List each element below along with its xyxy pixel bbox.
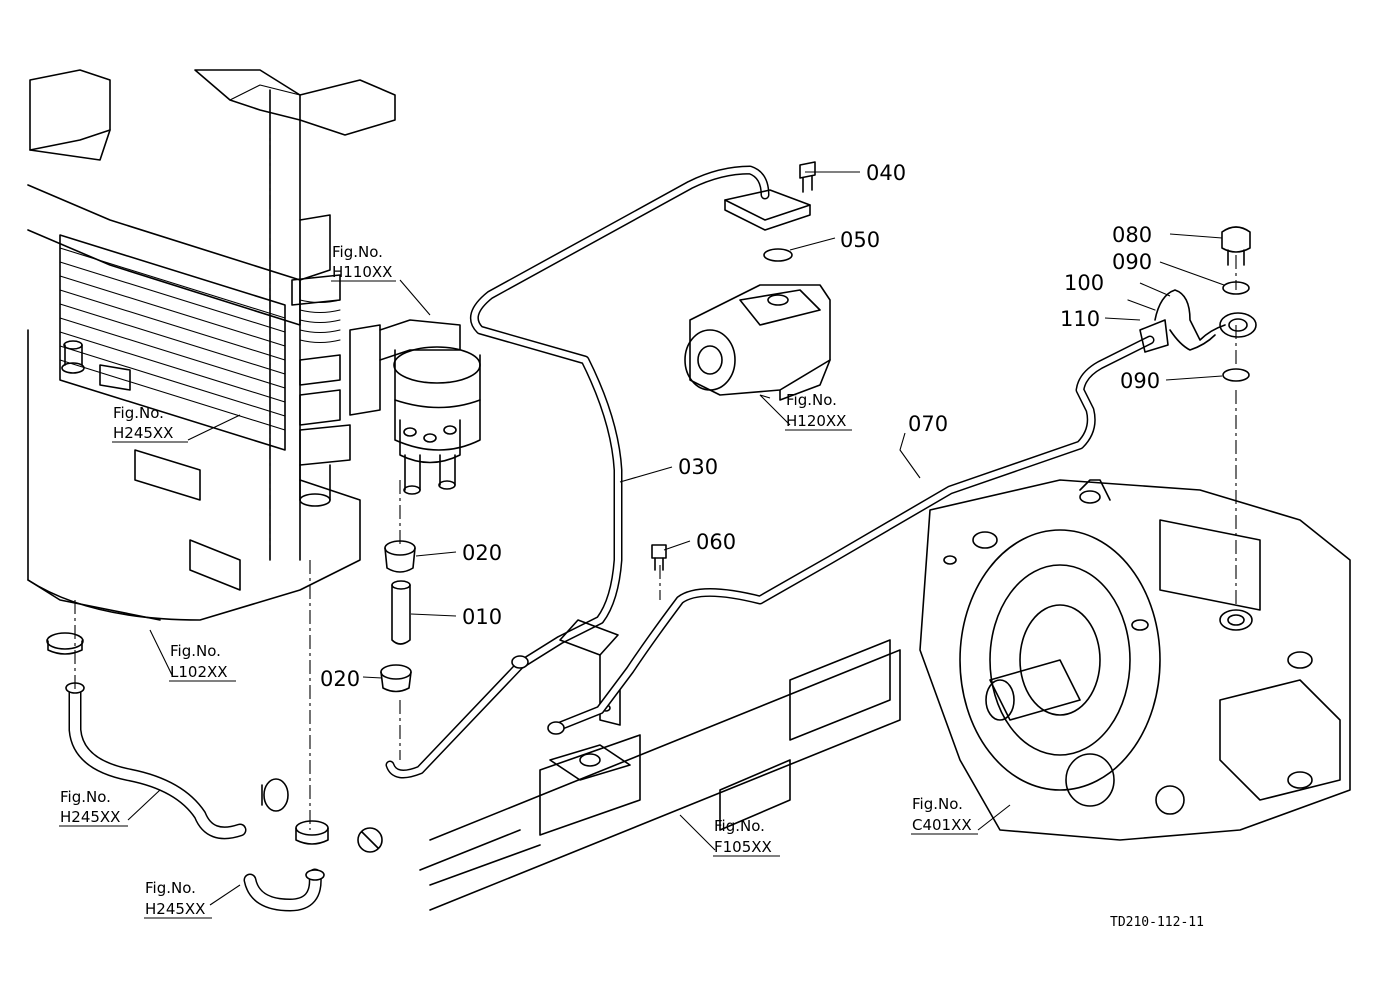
svg-text:H245XX: H245XX	[113, 424, 173, 442]
label-020-bottom[interactable]: 020	[320, 667, 360, 691]
svg-text:H120XX: H120XX	[786, 412, 846, 430]
svg-text:Fig.No.: Fig.No.	[113, 404, 164, 422]
drawing-reference: TD210-112-11	[1110, 915, 1204, 930]
figure-references: Fig.No. H110XX Fig.No. H245XX Fig.No. L1…	[59, 243, 978, 919]
svg-text:Fig.No.: Fig.No.	[145, 879, 196, 897]
figref-h110[interactable]: Fig.No. H110XX	[331, 243, 396, 282]
oil-filter-assembly	[349, 319, 481, 495]
label-020-top[interactable]: 020	[462, 541, 502, 565]
figref-c401[interactable]: Fig.No. C401XX	[911, 795, 978, 835]
leader-lines	[127, 171, 1225, 906]
radiator-assembly	[27, 69, 396, 621]
svg-text:H245XX: H245XX	[145, 900, 205, 918]
hydraulic-pump	[684, 284, 831, 401]
figref-h120[interactable]: Fig.No. H120XX	[785, 391, 852, 431]
figref-l102[interactable]: Fig.No. L102XX	[169, 642, 236, 682]
banjo-fitting	[1127, 289, 1257, 353]
bottom-hose	[243, 820, 383, 912]
pipe-030	[385, 165, 770, 779]
svg-text:H245XX: H245XX	[60, 808, 120, 826]
svg-text:Fig.No.: Fig.No.	[170, 642, 221, 660]
transmission-housing	[919, 479, 1351, 841]
o-ring-050	[763, 248, 793, 262]
label-090-top[interactable]: 090	[1112, 250, 1152, 274]
svg-text:Fig.No.: Fig.No.	[714, 817, 765, 835]
svg-text:Fig.No.: Fig.No.	[332, 243, 383, 261]
label-060[interactable]: 060	[696, 530, 736, 554]
svg-text:F105XX: F105XX	[714, 838, 772, 856]
lower-radiator-hose	[46, 632, 289, 840]
label-040[interactable]: 040	[866, 161, 906, 185]
label-030[interactable]: 030	[678, 455, 718, 479]
label-110[interactable]: 110	[1060, 307, 1100, 331]
figref-h245-left[interactable]: Fig.No. H245XX	[59, 788, 128, 827]
flange-bolt-040	[724, 161, 816, 231]
washer-090-top	[1222, 281, 1250, 295]
label-050[interactable]: 050	[840, 228, 880, 252]
svg-text:L102XX: L102XX	[170, 663, 228, 681]
part-number-labels: 040 050 080 090 100 110 090 070 030 060 …	[320, 161, 1160, 691]
svg-text:Fig.No.: Fig.No.	[60, 788, 111, 806]
figref-f105[interactable]: Fig.No. F105XX	[713, 817, 780, 857]
figref-h245-top[interactable]: Fig.No. H245XX	[112, 404, 188, 443]
label-100[interactable]: 100	[1064, 271, 1104, 295]
hose-010	[380, 540, 416, 693]
svg-text:C401XX: C401XX	[912, 816, 972, 834]
banjo-bolt-080	[1221, 226, 1251, 266]
svg-text:H110XX: H110XX	[332, 263, 392, 281]
label-010[interactable]: 010	[462, 605, 502, 629]
washer-090-bottom	[1222, 368, 1250, 382]
figref-h245-bottom[interactable]: Fig.No. H245XX	[144, 879, 212, 919]
frame-rail	[419, 639, 901, 911]
label-070[interactable]: 070	[908, 412, 948, 436]
bolt-060	[651, 544, 667, 571]
svg-text:Fig.No.: Fig.No.	[912, 795, 963, 813]
label-080[interactable]: 080	[1112, 223, 1152, 247]
svg-text:Fig.No.: Fig.No.	[786, 391, 837, 409]
label-090-bottom[interactable]: 090	[1120, 369, 1160, 393]
pipe-070	[547, 335, 1155, 735]
